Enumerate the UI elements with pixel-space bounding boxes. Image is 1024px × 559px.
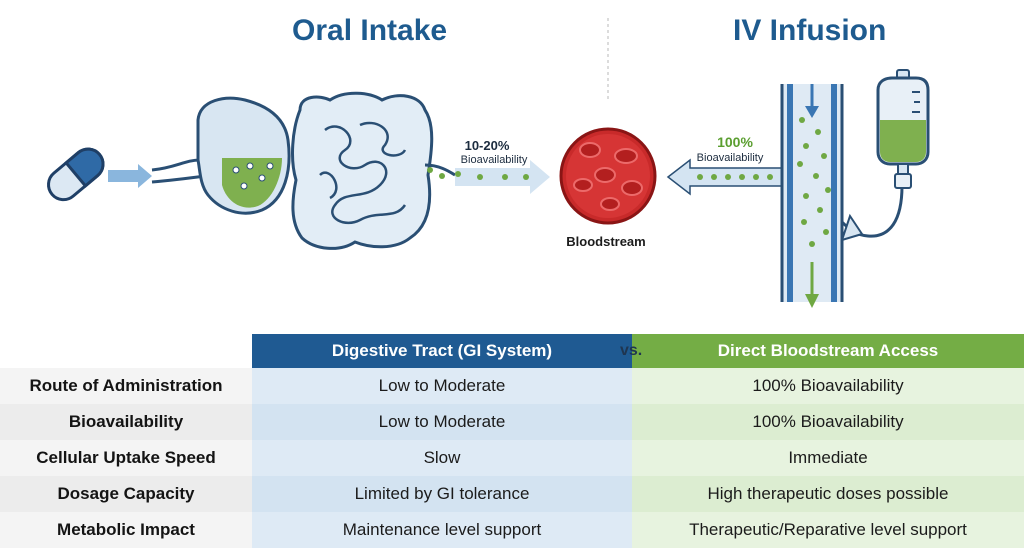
gi-cell: Low to Moderate <box>252 368 632 404</box>
bloodstream-label: Bloodstream <box>566 234 645 249</box>
blood-flow-out-arrow-icon <box>805 262 819 308</box>
blood-flow-down-arrow-icon <box>805 84 819 118</box>
stomach-icon <box>151 96 291 215</box>
intake-arrow-icon <box>108 164 152 188</box>
iv-infusion-heading: IV Infusion <box>733 14 887 47</box>
table-row: Dosage Capacity Limited by GI tolerance … <box>0 476 1024 512</box>
direct-cell: 100% Bioavailability <box>632 404 1024 440</box>
row-label: Metabolic Impact <box>0 512 252 548</box>
row-label: Cellular Uptake Speed <box>0 440 252 476</box>
iv-absorption-arrow <box>666 158 791 196</box>
oral-absorption-arrow <box>427 160 550 194</box>
oral-percent-label: 10-20% <box>465 138 510 153</box>
direct-cell: Immediate <box>632 440 1024 476</box>
iv-percent-label: 100% <box>717 134 753 150</box>
gi-cell: Slow <box>252 440 632 476</box>
table-row: Metabolic Impact Maintenance level suppo… <box>0 512 1024 548</box>
capsule-icon <box>47 147 105 202</box>
header-vs: vs. <box>620 342 643 359</box>
oral-bioavailability-label: Bioavailability <box>461 154 528 166</box>
absorption-illustration: 10-20% Bioavailability Bloodstream 100% … <box>47 18 930 308</box>
row-label: Bioavailability <box>0 404 252 440</box>
gi-cell: Maintenance level support <box>252 512 632 548</box>
direct-cell: 100% Bioavailability <box>632 368 1024 404</box>
iv-bag-icon <box>876 69 930 189</box>
iv-line-icon <box>840 185 904 242</box>
table-row: Bioavailability Low to Moderate 100% Bio… <box>0 404 1024 440</box>
direct-cell: High therapeutic doses possible <box>632 476 1024 512</box>
bloodstream-icon <box>559 127 657 225</box>
header-direct-bloodstream: Direct Bloodstream Access <box>632 334 1024 368</box>
oral-intake-heading: Oral Intake <box>292 14 448 47</box>
header-digestive-tract: Digestive Tract (GI System) <box>252 334 632 368</box>
table-row: Cellular Uptake Speed Slow Immediate <box>0 440 1024 476</box>
gi-cell: Low to Moderate <box>252 404 632 440</box>
direct-cell: Therapeutic/Reparative level support <box>632 512 1024 548</box>
gi-cell: Limited by GI tolerance <box>252 476 632 512</box>
comparison-table: Digestive Tract (GI System) Direct Blood… <box>0 334 1024 554</box>
row-label: Route of Administration <box>0 368 252 404</box>
intestines-icon <box>291 91 456 250</box>
table-row: Route of Administration Low to Moderate … <box>0 368 1024 404</box>
iv-bioavailability-label: Bioavailability <box>697 152 764 164</box>
row-label: Dosage Capacity <box>0 476 252 512</box>
